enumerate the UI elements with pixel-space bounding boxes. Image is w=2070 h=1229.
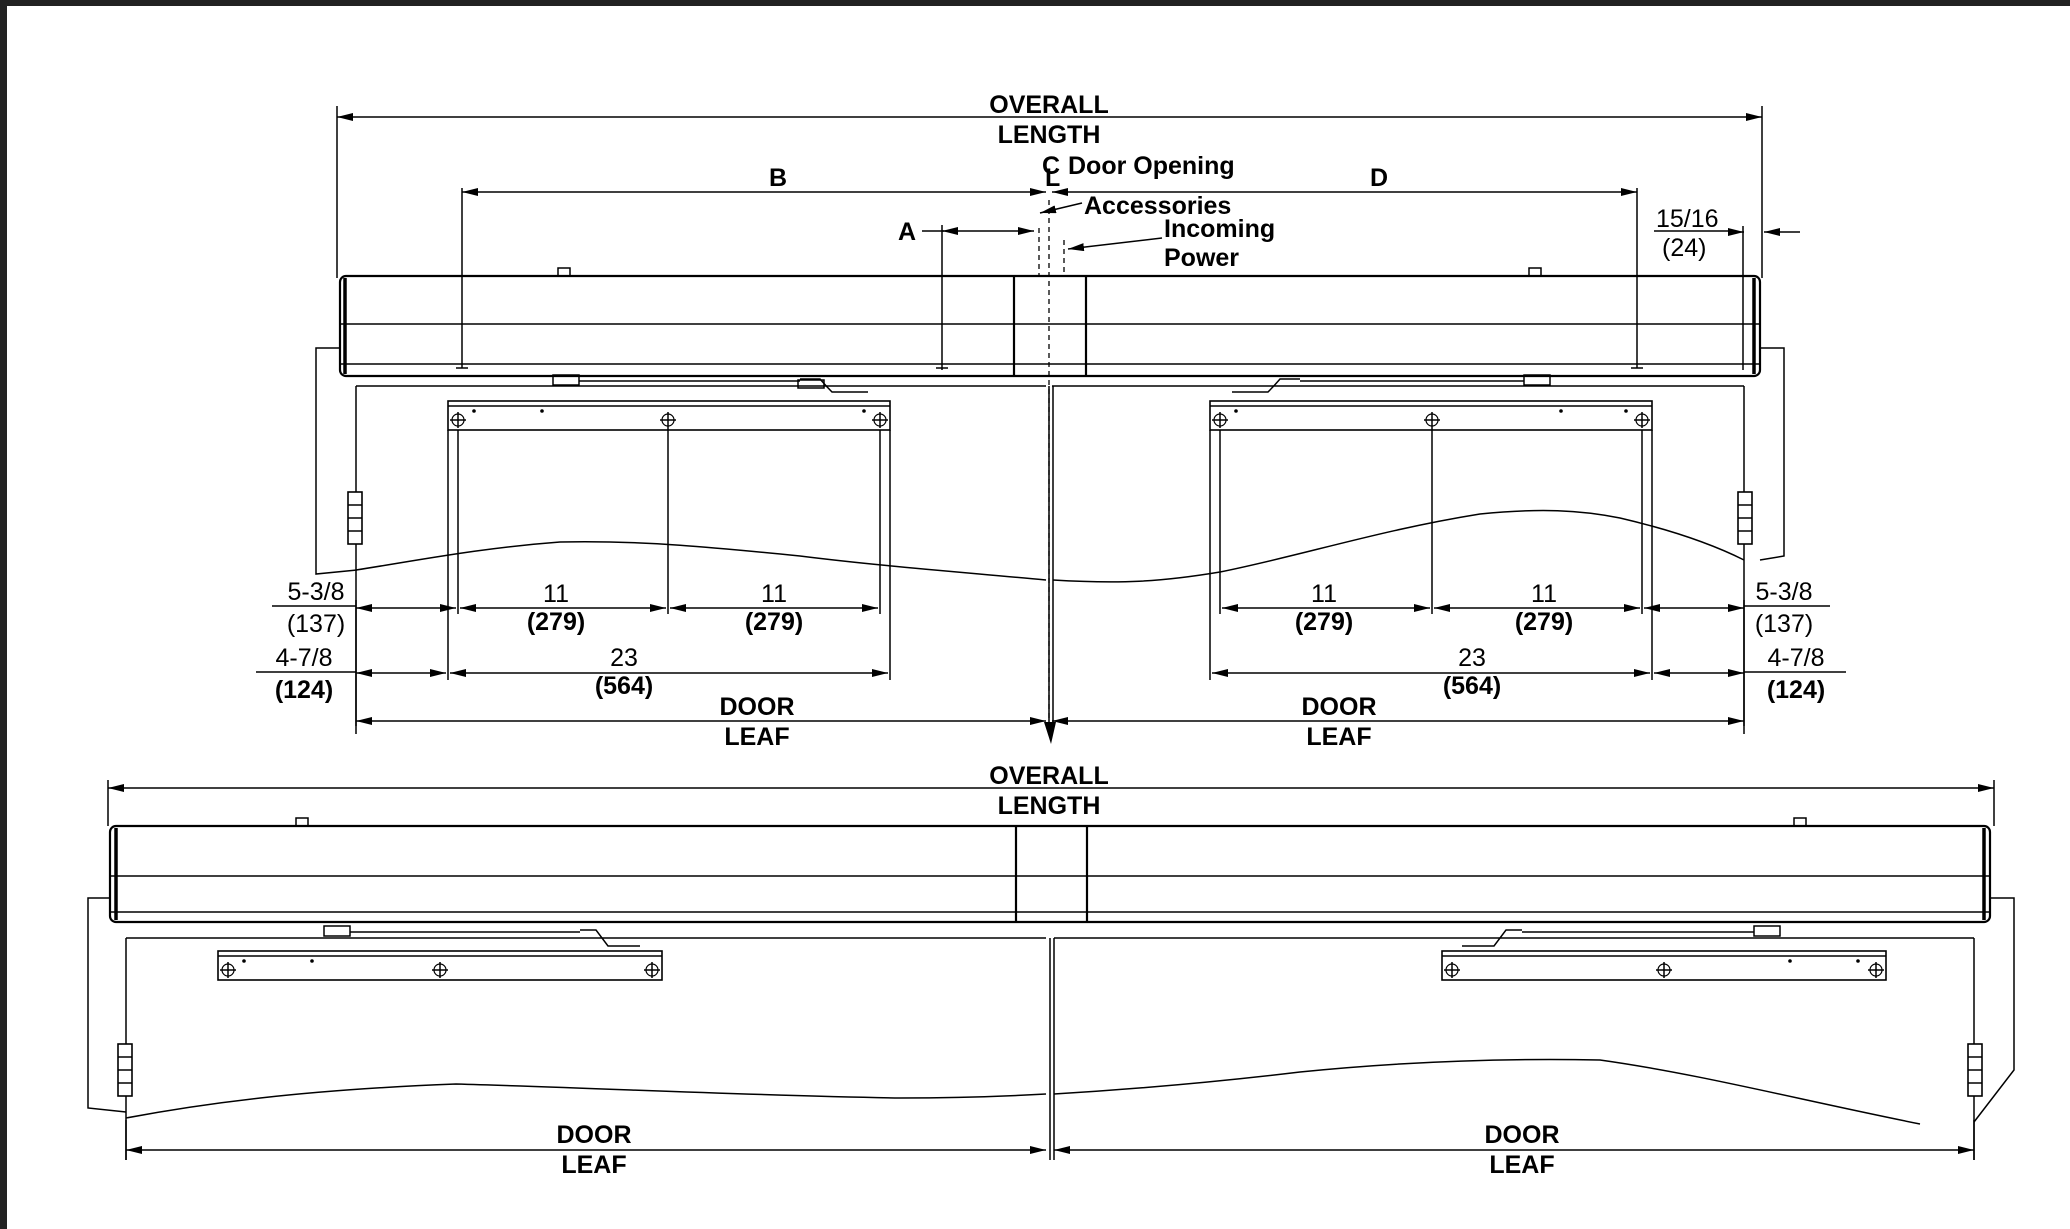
top-door-leaf-right-2: LEAF (1306, 723, 1371, 751)
left-edge-2-frac: 4-7/8 (276, 644, 333, 672)
bottom-view: OVERALL LENGTH (87, 762, 2015, 1179)
door-opening-label: Door Opening (1068, 152, 1235, 180)
arm-span-4-in: 11 (1531, 580, 1557, 608)
left-edge-1-frac: 5-3/8 (288, 578, 345, 606)
top-door-leaf-left-2: LEAF (724, 723, 789, 751)
arm-span-3-mm: (279) (1295, 608, 1353, 636)
track-length-left-mm: (564) (595, 672, 653, 700)
arm-span-2-in: 11 (761, 580, 787, 608)
right-edge-1-frac: 5-3/8 (1756, 578, 1813, 606)
right-edge-1-mm: (137) (1755, 610, 1813, 638)
arm-span-1-in: 11 (543, 580, 569, 608)
incoming-power-label: Incoming (1164, 215, 1275, 243)
dimension-d-label: D (1370, 164, 1388, 192)
top-view: OVERALL LENGTH B D C L Door Opening Acce… (256, 91, 1846, 751)
top-overall-label-2: LENGTH (998, 121, 1101, 149)
bottom-door-leaf-right: DOOR (1485, 1121, 1560, 1149)
right-edge-2-mm: (124) (1767, 676, 1825, 704)
top-overall-label: OVERALL (989, 91, 1108, 119)
offset-label-mm: (24) (1662, 234, 1706, 262)
bottom-overall-label-2: LENGTH (998, 792, 1101, 820)
bottom-track-holes (220, 959, 1884, 978)
centerline-symbol: C (1042, 152, 1060, 180)
incoming-power-label-2: Power (1164, 244, 1239, 272)
track-length-right-mm: (564) (1443, 672, 1501, 700)
top-door-leaf-right: DOOR (1302, 693, 1377, 721)
arm-span-2-mm: (279) (745, 608, 803, 636)
arm-span-4-mm: (279) (1515, 608, 1573, 636)
arm-span-3-in: 11 (1311, 580, 1337, 608)
left-edge-1-mm: (137) (287, 610, 345, 638)
top-door-leaf-left: DOOR (720, 693, 795, 721)
left-edge-2-mm: (124) (275, 676, 333, 704)
offset-label-frac: 15/16 (1656, 205, 1719, 233)
bottom-overall-label: OVERALL (989, 762, 1108, 790)
track-length-left-in: 23 (610, 644, 638, 672)
bottom-door-leaf-left-2: LEAF (561, 1151, 626, 1179)
centerline-sub-symbol: L (1045, 164, 1060, 192)
accessories-label: Accessories (1084, 192, 1231, 220)
bottom-door-leaf-left: DOOR (557, 1121, 632, 1149)
bottom-door-leaf-right-2: LEAF (1489, 1151, 1554, 1179)
dimension-a-label: A (898, 218, 916, 246)
track-length-right-in: 23 (1458, 644, 1486, 672)
track-holes (450, 409, 1650, 428)
arm-span-1-mm: (279) (527, 608, 585, 636)
right-edge-2-frac: 4-7/8 (1768, 644, 1825, 672)
dimension-b-label: B (769, 164, 787, 192)
